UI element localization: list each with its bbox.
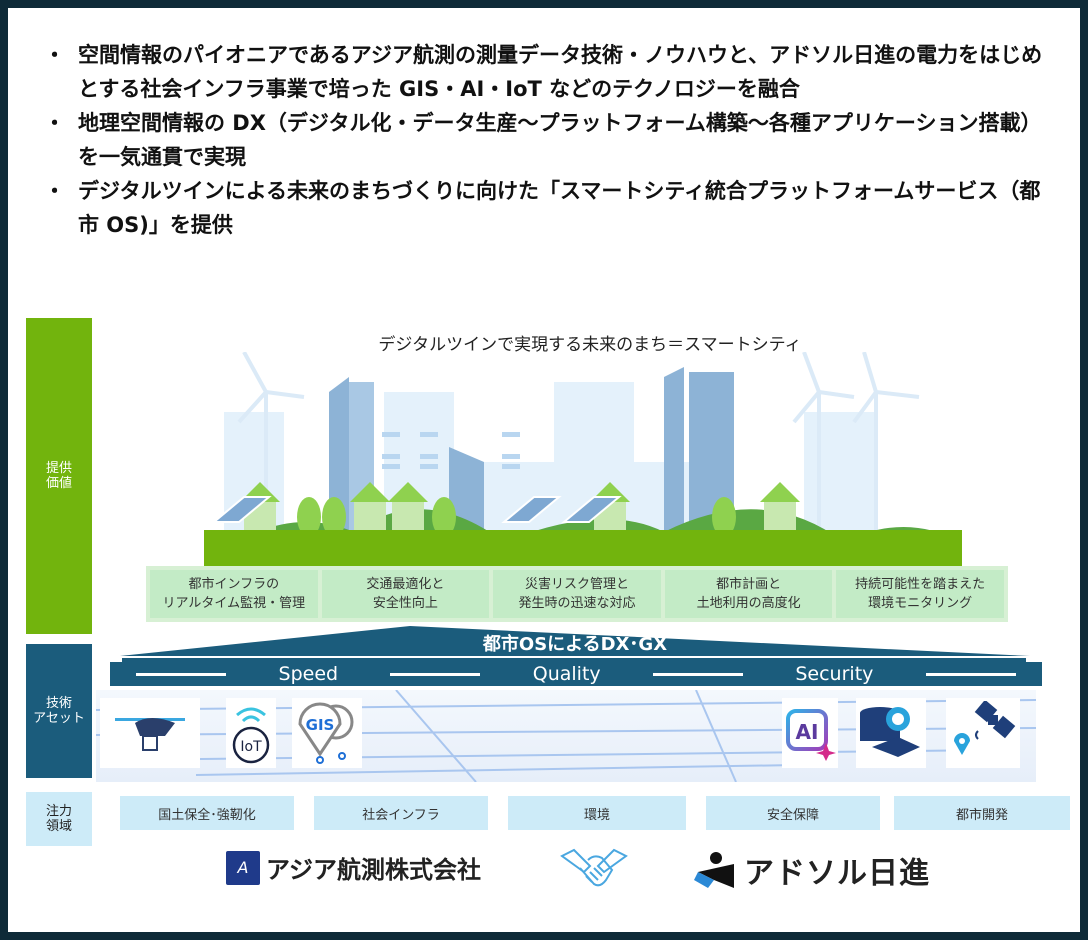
bullet-marker: ・ (44, 179, 65, 203)
side-label-text: 注力 領域 (45, 804, 72, 834)
bullet-marker: ・ (44, 43, 65, 67)
bullet-marker: ・ (44, 111, 65, 135)
focus-area-item: 安全保障 (706, 796, 880, 830)
side-label-text: 提供 価値 (45, 461, 72, 491)
svg-text:GIS: GIS (306, 716, 335, 734)
value-item: 持続可能性を踏まえた 環境モニタリング (836, 570, 1004, 618)
asia-logo-text: アジア航測株式会社 (266, 856, 482, 884)
value-item: 交通最適化と 安全性向上 (321, 570, 490, 618)
side-label-text: 技術 アセット (33, 696, 85, 726)
bullet-list: ・ 空間情報のパイオニアであるアジア航測の測量データ技術・ノウハウと、アドソル日… (44, 38, 1044, 242)
divider-line (653, 672, 744, 676)
divider-line (925, 672, 1016, 676)
platform-roof (120, 626, 1030, 656)
ground-strip (204, 530, 962, 566)
value-text: 都市計画と 土地利用の高度化 (696, 577, 801, 611)
scene-title: デジタルツインで実現する未来のまち＝スマートシティ (378, 335, 802, 355)
value-text: 交通最適化と 安全性向上 (366, 577, 445, 611)
gis-icon: GIS (292, 698, 362, 768)
drone-icon (100, 698, 200, 768)
logo-adsol-nissin: アドソル日進 (694, 848, 930, 892)
divider-line (390, 672, 481, 676)
platform-title: 都市OSによるDX･GX (482, 634, 668, 655)
svg-text:AI: AI (796, 720, 819, 744)
focus-area-item: 社会インフラ (314, 796, 488, 830)
pillar-security: Security (795, 663, 874, 685)
value-text: 都市インフラの リアルタイム監視・管理 (162, 577, 306, 611)
platform-pillars: Speed Quality Security (110, 662, 1042, 686)
bullet-text: 地理空間情報の DX（デジタル化・データ生産～プラットフォーム構築～各種アプリケ… (78, 111, 1042, 169)
value-item: 災害リスク管理と 発生時の迅速な対応 (493, 570, 661, 618)
database-map-icon (856, 698, 926, 768)
bullet-item: ・ 空間情報のパイオニアであるアジア航測の測量データ技術・ノウハウと、アドソル日… (44, 38, 1044, 106)
asia-mark-icon: A (226, 850, 260, 885)
bullet-text: 空間情報のパイオニアであるアジア航測の測量データ技術・ノウハウと、アドソル日進の… (78, 43, 1043, 101)
adsol-logo-text: アドソル日進 (744, 856, 930, 891)
iot-icon: IoT (226, 698, 276, 768)
ai-icon: AI (782, 698, 838, 768)
focus-area-item: 国土保全･強靭化 (120, 796, 294, 830)
side-label-assets: 技術 アセット (26, 644, 92, 778)
satellite-icon (946, 698, 1020, 768)
logo-asia-kosoku: A アジア航測株式会社 (226, 850, 481, 885)
value-list: 都市インフラの リアルタイム監視・管理 交通最適化と 安全性向上 災害リスク管理… (146, 566, 1008, 622)
value-text: 災害リスク管理と 発生時の迅速な対応 (518, 577, 636, 611)
bullet-item: ・ デジタルツインによる未来のまちづくりに向けた「スマートシティ統合プラットフォ… (44, 174, 1044, 242)
handshake-icon (560, 846, 628, 894)
focus-area-item: 都市開発 (894, 796, 1070, 830)
side-label-value: 提供 価値 (26, 318, 92, 634)
divider-line (136, 672, 227, 676)
tech-assets-panel: IoT GIS AI (96, 690, 1036, 782)
side-label-focus: 注力 領域 (26, 792, 92, 846)
focus-area-item: 環境 (508, 796, 686, 830)
bullet-item: ・ 地理空間情報の DX（デジタル化・データ生産～プラットフォーム構築～各種アプ… (44, 106, 1044, 174)
adsol-mark-icon (694, 852, 734, 888)
svg-text:IoT: IoT (240, 739, 262, 755)
pillar-speed: Speed (278, 663, 339, 685)
pillar-quality: Quality (532, 663, 601, 685)
value-item: 都市インフラの リアルタイム監視・管理 (150, 570, 318, 618)
value-item: 都市計画と 土地利用の高度化 (664, 570, 833, 618)
value-text: 持続可能性を踏まえた 環境モニタリング (855, 577, 986, 611)
bullet-text: デジタルツインによる未来のまちづくりに向けた「スマートシティ統合プラットフォーム… (78, 179, 1041, 237)
